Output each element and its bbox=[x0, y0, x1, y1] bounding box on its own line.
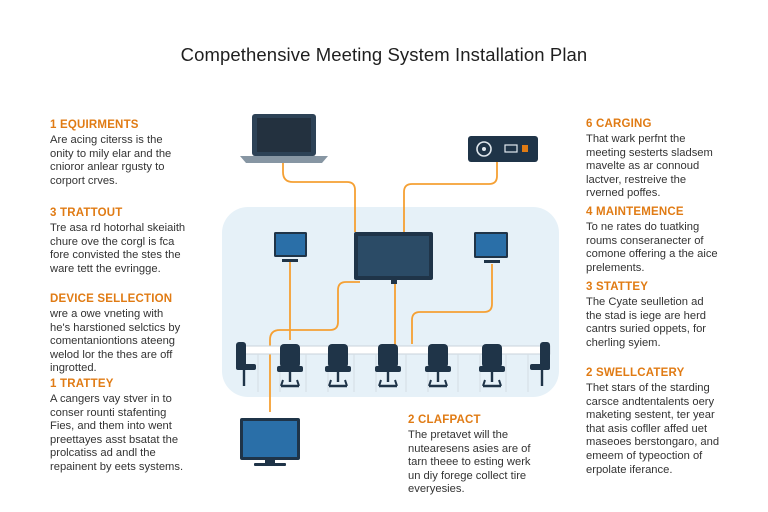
left-block-1: 1 Equirments Are acing citerss is the on… bbox=[50, 119, 220, 188]
block-heading: 3 Stattey bbox=[586, 281, 649, 293]
monitor-icon bbox=[474, 232, 508, 263]
left-block-3: Device Sellection wre a owe vneting with… bbox=[50, 293, 225, 376]
laptop-icon bbox=[240, 114, 328, 163]
block-text: The Cyate seulletion ad the stad is iege… bbox=[586, 296, 707, 349]
block-heading: 3 Trattout bbox=[50, 207, 123, 219]
main-display-icon bbox=[354, 232, 433, 284]
left-block-4: 1 Trattey A cangers vay stver in to cons… bbox=[50, 378, 225, 475]
block-text: To ne rates do tuatking roums conseranec… bbox=[586, 221, 718, 274]
right-block-4: 2 Swellcatery Thet stars of the starding… bbox=[586, 367, 762, 477]
cable-bottom-monitor bbox=[269, 281, 360, 412]
block-text: Thet stars of the starding carsce andten… bbox=[586, 382, 720, 476]
page-title: Compethensive Meeting System Installatio… bbox=[180, 44, 588, 65]
cable-laptop bbox=[282, 162, 356, 232]
chair-icon bbox=[530, 342, 550, 386]
block-text: A cangers vay stver in to conser rounti … bbox=[50, 393, 184, 473]
block-text: Tre asa rd hotorhal skeiaith chure ove t… bbox=[50, 222, 186, 275]
block-heading: 6 Carging bbox=[586, 118, 652, 130]
right-block-3: 3 Stattey The Cyate seulletion ad the st… bbox=[586, 281, 762, 350]
cable-control-box bbox=[403, 160, 498, 232]
right-block-2: 4 Maintemence To ne rates do tuatking ro… bbox=[586, 206, 762, 275]
block-text: wre a owe vneting with he's harstioned s… bbox=[50, 308, 181, 375]
block-heading: 1 Equirments bbox=[50, 119, 139, 131]
block-heading: 4 Maintemence bbox=[586, 206, 684, 218]
block-text: Are acing citerss is the onity to mily e… bbox=[50, 134, 172, 187]
monitor-icon bbox=[274, 232, 307, 262]
right-block-1: 6 Carging That wark perfnt the meeting s… bbox=[586, 118, 762, 201]
block-text: That wark perfnt the meeting sesterts sl… bbox=[586, 133, 713, 200]
monitor-icon bbox=[240, 418, 300, 466]
block-text: The pretavet will the nutearesens asies … bbox=[408, 429, 531, 496]
block-heading: 2 Swellcatery bbox=[586, 367, 685, 379]
block-heading: Device Sellection bbox=[50, 293, 173, 305]
cable-network bbox=[269, 160, 498, 412]
left-block-2: 3 Trattout Tre asa rd hotorhal skeiaith … bbox=[50, 207, 225, 276]
block-heading: 2 Clafpact bbox=[408, 414, 481, 426]
chair-icon bbox=[236, 342, 256, 386]
control-box-icon bbox=[468, 136, 538, 162]
bottom-block: 2 Clafpact The pretavet will the nuteare… bbox=[408, 414, 578, 497]
block-heading: 1 Trattey bbox=[50, 378, 114, 390]
cable-right-monitor bbox=[411, 264, 493, 344]
